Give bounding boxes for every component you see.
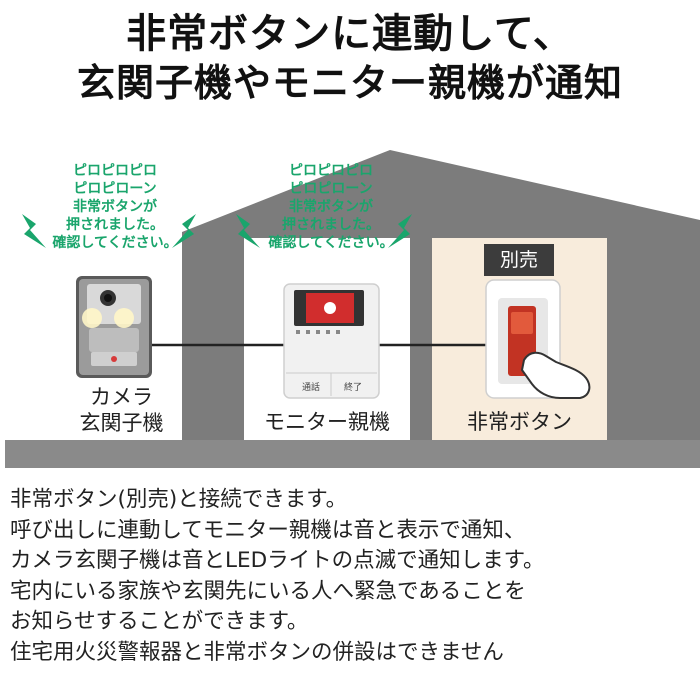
speech-line: 押されました。 (66, 217, 164, 233)
house-illustration (5, 150, 700, 468)
speech-line: 非常ボタンが (73, 199, 157, 215)
monitor-label: モニター親機 (244, 409, 410, 436)
monitor-button-end: 終了 (343, 383, 362, 393)
headline-line-1: 非常ボタンに連動して、 (126, 11, 574, 57)
speech-line: 確認してください。 (268, 235, 394, 251)
headline-line-2: 玄関子機やモニター親機が通知 (76, 61, 623, 105)
speech-line: 押されました。 (282, 217, 380, 233)
description-line: 呼び出しに連動してモニター親機は音と表示で通知、 (10, 517, 526, 543)
description-line: 非常ボタン(別売)と接続できます。 (10, 487, 348, 512)
monitor-alert-speech: ピロピロピロ ピロピローン 非常ボタンが 押されました。 確認してください。 (256, 162, 406, 252)
camera-label: カメラ 玄関子機 (63, 384, 180, 437)
description-line: 宅内にいる家族や玄関先にいる人へ緊急であることを (10, 578, 526, 604)
camera-alert-speech: ピロピロピロ ピロピローン 非常ボタンが 押されました。 確認してください。 (40, 162, 190, 252)
hand-icon (520, 351, 591, 399)
alert-bolt-icon (388, 214, 412, 248)
camera-door-unit (76, 276, 152, 378)
alert-bolt-icon (236, 214, 260, 248)
camera-label-line-2: 玄関子機 (79, 411, 164, 436)
speech-line: 非常ボタンが (289, 199, 373, 215)
speech-line: ピロピローン (289, 181, 373, 197)
monitor-button-talk: 通話 (301, 383, 320, 393)
speech-line: 確認してください。 (52, 235, 178, 251)
house-floor (5, 440, 700, 468)
camera-label-line-1: カメラ (90, 385, 153, 409)
speech-line: ピロピロピロ (289, 163, 373, 179)
description-line: 住宅用火災警報器と非常ボタンの併設はできません (10, 639, 504, 665)
speech-line: ピロピロピロ (73, 163, 157, 179)
alert-bolt-icon (172, 214, 196, 248)
description-line: カメラ玄関子機は音とLEDライトの点滅で通知します。 (10, 548, 545, 573)
alert-bolt-icon (22, 214, 46, 248)
description: 非常ボタン(別売)と接続できます。 呼び出しに連動してモニター親機は音と表示で通… (10, 485, 700, 668)
speech-line: ピロピローン (73, 181, 157, 197)
sold-separately-badge: 別売 (484, 244, 554, 276)
emergency-label: 非常ボタン (467, 410, 572, 434)
description-line: お知らせすることができます。 (10, 609, 309, 634)
monitor-unit (283, 283, 380, 399)
emergency-button-device (485, 279, 591, 399)
